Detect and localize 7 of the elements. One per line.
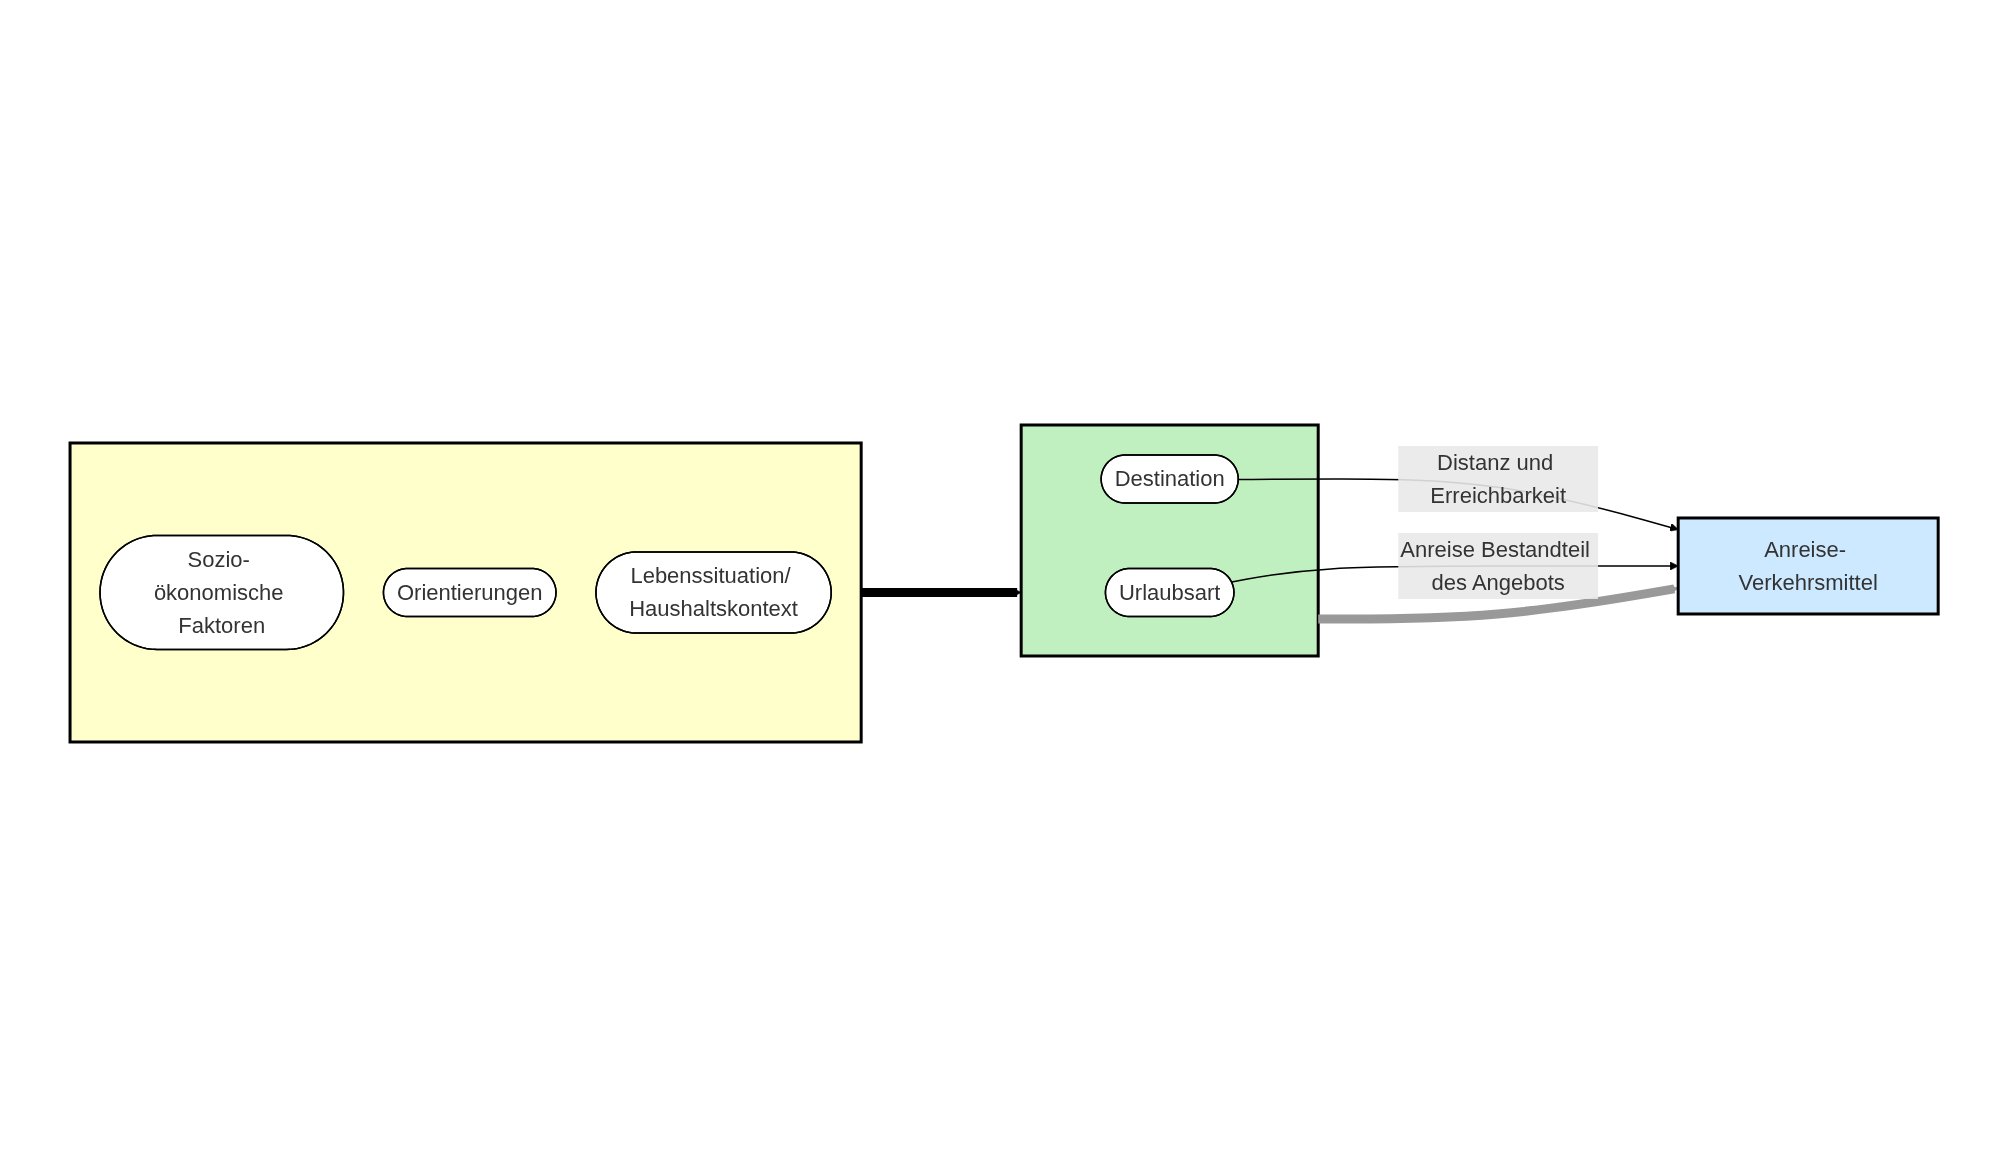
cluster [1020,423,1321,657]
arrow [861,587,1022,597]
cluster [68,441,864,743]
node-box: Anreise- Verkehrsmittel [1677,516,1941,615]
edge-label: Distanz und Erreichbarkeit [1430,449,1567,508]
arrow [1318,583,1679,623]
edge-label: Anreise Bestandteil des Angebots [1400,536,1591,595]
